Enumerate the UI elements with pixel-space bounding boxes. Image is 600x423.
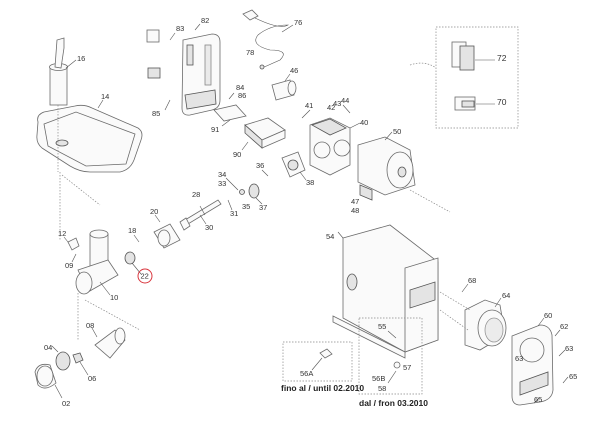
part-label: 60	[544, 311, 552, 320]
part-label: 91	[211, 125, 219, 134]
part-label: 57	[403, 363, 411, 372]
part-label: 30	[205, 223, 213, 232]
part-label: 86	[238, 91, 246, 100]
part-knife[interactable]	[72, 352, 84, 364]
part-label: 35	[242, 202, 250, 211]
part-label: 78	[246, 48, 254, 57]
part-label: 76	[294, 18, 302, 27]
part-pusher[interactable]	[49, 37, 68, 106]
part-label: 56B	[372, 374, 385, 383]
highlight-circle	[137, 268, 153, 284]
part-label: 36	[256, 161, 264, 170]
part-label: 41	[305, 101, 313, 110]
part-fan-cover[interactable]	[464, 299, 507, 351]
part-worm[interactable]	[94, 327, 126, 359]
part-label: 12	[58, 229, 66, 238]
part-shaft[interactable]	[179, 199, 222, 231]
part-label: 85	[152, 109, 160, 118]
part-label: 09	[65, 261, 73, 270]
part-label: 37	[259, 203, 267, 212]
part-label: 46	[290, 66, 298, 75]
part-switch-72[interactable]	[451, 41, 475, 71]
caption-until: fino al / until 02.2010	[281, 383, 364, 393]
caption-from: dal / fron 03.2010	[359, 398, 428, 408]
part-label: 70	[497, 97, 507, 107]
part-gasket[interactable]	[213, 104, 247, 122]
part-label: 55	[378, 322, 386, 331]
part-label: 44	[341, 96, 349, 105]
part-gearbox[interactable]	[309, 117, 351, 176]
part-label: 65	[534, 395, 542, 404]
part-label: 90	[233, 150, 241, 159]
part-motor[interactable]	[357, 136, 416, 201]
part-label: 16	[77, 54, 85, 63]
part-label: 40	[360, 118, 368, 127]
part-flange[interactable]	[281, 151, 306, 178]
part-housing-flange[interactable]	[153, 223, 181, 249]
part-rear-panel[interactable]	[181, 33, 221, 116]
part-label: 62	[560, 322, 568, 331]
part-label: 02	[62, 399, 70, 408]
part-switch-70[interactable]	[454, 96, 476, 111]
part-seal[interactable]	[124, 251, 136, 265]
part-label: 48	[351, 206, 359, 215]
part-mincer-head[interactable]	[75, 229, 119, 295]
part-label: 68	[468, 276, 476, 285]
part-label: 63	[515, 354, 523, 363]
part-rear-cover[interactable]	[511, 324, 554, 406]
part-capacitor[interactable]	[271, 79, 297, 101]
part-label: 65	[569, 372, 577, 381]
part-label: 31	[230, 209, 238, 218]
part-foot-56b[interactable]	[393, 361, 401, 369]
part-label: 82	[201, 16, 209, 25]
part-label: 54	[326, 232, 334, 241]
part-label: 33	[218, 179, 226, 188]
part-label: 10	[110, 293, 118, 302]
part-label: 04	[44, 343, 52, 352]
part-bracket[interactable]	[244, 117, 286, 149]
part-main-casing[interactable]	[332, 224, 439, 359]
part-label: 42	[327, 103, 335, 112]
part-ring[interactable]	[34, 363, 57, 389]
part-label: 50	[393, 127, 401, 136]
part-label-highlighted[interactable]: 22	[141, 272, 149, 281]
part-label: 38	[306, 178, 314, 187]
part-washer[interactable]	[239, 189, 245, 195]
part-label: 28	[192, 190, 200, 199]
part-label: 63	[565, 344, 573, 353]
part-label: 08	[86, 321, 94, 330]
part-label: 18	[128, 226, 136, 235]
part-label: 20	[150, 207, 158, 216]
part-label: 72	[497, 53, 507, 63]
part-label: 14	[101, 92, 109, 101]
part-label: 84	[236, 83, 244, 92]
box-from-2010	[358, 317, 423, 395]
part-plate[interactable]	[55, 351, 71, 371]
part-label: 43	[333, 99, 341, 108]
part-foot-56a[interactable]	[319, 348, 333, 359]
part-tray[interactable]	[36, 104, 143, 173]
part-label: 83	[176, 24, 184, 33]
part-knob[interactable]	[67, 237, 80, 251]
box-until-2010	[282, 341, 353, 382]
part-label: 06	[88, 374, 96, 383]
part-label: 56A	[300, 369, 313, 378]
part-label: 64	[502, 291, 510, 300]
part-bearing[interactable]	[248, 183, 260, 199]
part-label: 34	[218, 170, 226, 179]
part-power-cord[interactable]	[242, 9, 290, 69]
part-switch-small[interactable]	[146, 29, 161, 79]
part-label: 58	[378, 384, 386, 393]
part-label: 47	[351, 197, 359, 206]
